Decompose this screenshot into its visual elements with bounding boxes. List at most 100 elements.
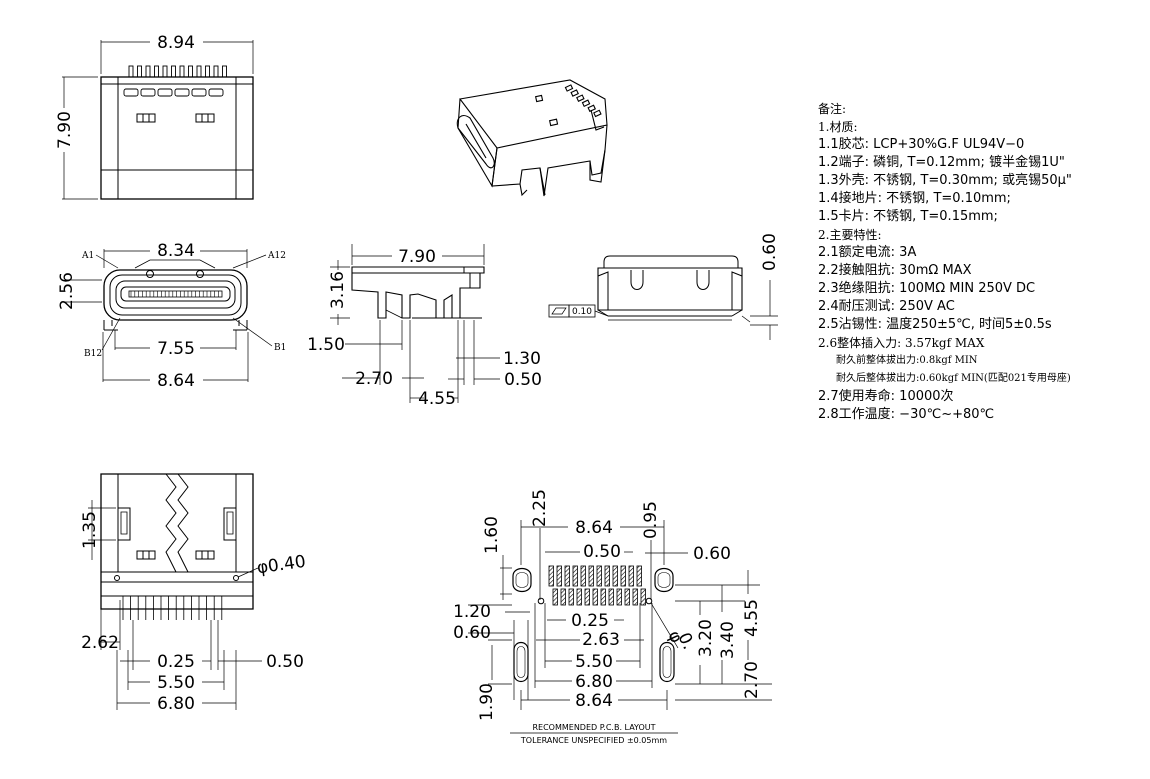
pcb-pad-row2 [608, 588, 614, 606]
top-pin [213, 65, 219, 78]
pcb-pad-row2 [616, 588, 622, 606]
note-2-6-b: 耐久后整体拔出力:0.60kgf MIN(匹配021专用母座) [836, 373, 1071, 384]
pcb-d270-dim: 2.70 [742, 661, 762, 699]
pcb-d060-right-dim: 0.60 [693, 544, 731, 564]
pcb-d550-dim: 5.50 [575, 652, 613, 672]
top-view: 8.94 7.90 [55, 33, 254, 200]
pcb-pad-row1 [628, 565, 634, 587]
flatness-value: 0.10 [572, 307, 592, 317]
bottom-hole-dim: φ0.40 [256, 552, 307, 579]
pcb-d455-dim: 4.55 [742, 599, 762, 637]
note-2-3: 2.3绝缘阻抗: 100MΩ MIN 250V DC [818, 281, 1036, 296]
top-pin [179, 65, 185, 78]
side-d5-dim: 0.50 [504, 370, 542, 390]
bottom-d262-dim: 2.62 [81, 633, 119, 653]
top-contact-window [157, 88, 173, 97]
top-contact-window [140, 88, 156, 97]
pcb-d095-dim: 0.95 [641, 501, 661, 539]
top-pin [171, 65, 176, 78]
side-height-dim: 3.16 [328, 271, 348, 309]
top-pin [205, 65, 210, 78]
note-2-6-a: 耐久前整体拔出力:0.8kgf MIN [836, 355, 978, 366]
pcb-width-top-dim: 8.64 [575, 518, 613, 538]
pcb-pitch-dim: 0.50 [583, 542, 621, 562]
pcb-d060-left-dim: 0.60 [453, 623, 491, 643]
pcb-pad-row1 [548, 565, 554, 587]
bottom-pitch-dim: 0.25 [157, 652, 195, 672]
bottom-view: 1.35 φ0.40 2.62 0.25 0.50 5.50 6.80 [80, 473, 307, 714]
note-1-5: 1.5卡片: 不锈钢, T=0.15mm; [818, 209, 998, 224]
top-height-dim: 7.90 [55, 111, 75, 149]
pcb-d120-dim: 1.20 [453, 602, 491, 622]
pcb-d680-dim: 6.80 [575, 672, 613, 692]
pin-b12-label: B12 [84, 349, 102, 359]
bottom-d050-dim: 0.50 [266, 652, 304, 672]
front-inner-width-dim: 8.34 [157, 241, 195, 261]
pcb-pad-row1 [572, 565, 578, 587]
pcb-pad-row1 [580, 565, 586, 587]
end-view: 0.10 0.60 [548, 233, 780, 340]
pcb-pad-row1 [588, 565, 594, 587]
side-d4-dim: 1.30 [503, 349, 541, 369]
note-material: 1.材质: [818, 120, 858, 134]
pin-b1-label: B1 [274, 343, 286, 353]
note-2-7: 2.7使用寿命: 10000次 [818, 389, 954, 404]
iso-pin [576, 94, 585, 102]
top-pin [128, 65, 134, 78]
note-2-1: 2.1额定电流: 3A [818, 245, 917, 260]
front-height-dim: 2.56 [57, 272, 77, 310]
bottom-d135-dim: 1.35 [80, 511, 100, 549]
front-outer-width-dim: 8.64 [157, 371, 195, 391]
pin-a1-label: A1 [81, 251, 94, 261]
top-pin [145, 65, 151, 78]
front-mid-width-dim: 7.55 [157, 339, 195, 359]
pcb-pad-row2 [600, 588, 606, 606]
pcb-d190-dim: 1.90 [477, 683, 497, 721]
pcb-pad-row1 [636, 565, 642, 587]
pin-a12-label: A12 [267, 251, 286, 261]
top-pin [154, 65, 159, 78]
side-d3-dim: 4.55 [418, 389, 456, 409]
notes-header: 备注: [818, 102, 847, 116]
pcb-pad-row1 [620, 565, 626, 587]
note-characteristics: 2.主要特性: [818, 228, 882, 242]
pcb-pad-row2 [632, 588, 638, 606]
pcb-pad-row2 [568, 588, 574, 606]
pcb-layout: 8.64 2.25 0.95 1.60 0.50 0.60 1.20 0.60 … [453, 489, 772, 745]
bottom-d680-dim: 6.80 [157, 694, 195, 714]
side-length-dim: 7.90 [398, 247, 436, 267]
iso-pin [570, 89, 579, 97]
pcb-pad-row2 [624, 588, 630, 606]
isometric-view [456, 79, 608, 197]
note-1-1: 1.1胶芯: LCP+30%G.F UL94V−0 [818, 137, 1025, 152]
iso-pin [593, 109, 602, 118]
end-height-dim: 0.60 [760, 233, 780, 271]
note-2-5: 2.5沾锡性: 温度250±5℃, 时间5±0.5s [818, 317, 1052, 332]
pcb-tolerance: TOLERANCE UNSPECIFIED ±0.05mm [520, 736, 667, 745]
note-2-4: 2.4耐压测试: 250V AC [818, 299, 955, 314]
side-d1-dim: 1.50 [307, 335, 345, 355]
iso-pin [581, 99, 591, 108]
pcb-layout-title: RECOMMENDED P.C.B. LAYOUT [532, 723, 655, 732]
notes-block: 备注: 1.材质: 1.1胶芯: LCP+30%G.F UL94V−0 1.2端… [818, 100, 1148, 424]
pcb-d263-dim: 2.63 [582, 630, 620, 650]
pcb-d225-dim: 2.25 [530, 489, 550, 527]
iso-pin [587, 104, 597, 113]
note-2-6: 2.6整体插入力: 3.57kgf MAX [818, 336, 985, 350]
pcb-d340-dim: 3.40 [718, 621, 738, 659]
pcb-pad-row2 [576, 588, 582, 606]
side-view: 7.90 3.16 1.50 2.70 4.55 1.30 0.50 [307, 244, 542, 409]
pcb-pad-row2 [592, 588, 598, 606]
top-pin [222, 65, 227, 78]
top-contact-window [123, 88, 139, 97]
pcb-width-bottom-dim: 8.64 [575, 691, 613, 711]
pcb-pad-row2 [560, 588, 566, 606]
front-view: A1 A12 B12 B1 8.34 2.56 7.55 8.64 [57, 241, 286, 391]
note-1-2: 1.2端子: 磷铜, T=0.12mm; 镀半金锡1U" [818, 155, 1065, 170]
top-pin [188, 65, 193, 78]
pcb-d320-dim: 3.20 [696, 619, 716, 657]
pcb-hole-label: 0. [673, 630, 698, 653]
pcb-pad-row1 [564, 565, 570, 587]
top-contact-window [174, 88, 190, 97]
